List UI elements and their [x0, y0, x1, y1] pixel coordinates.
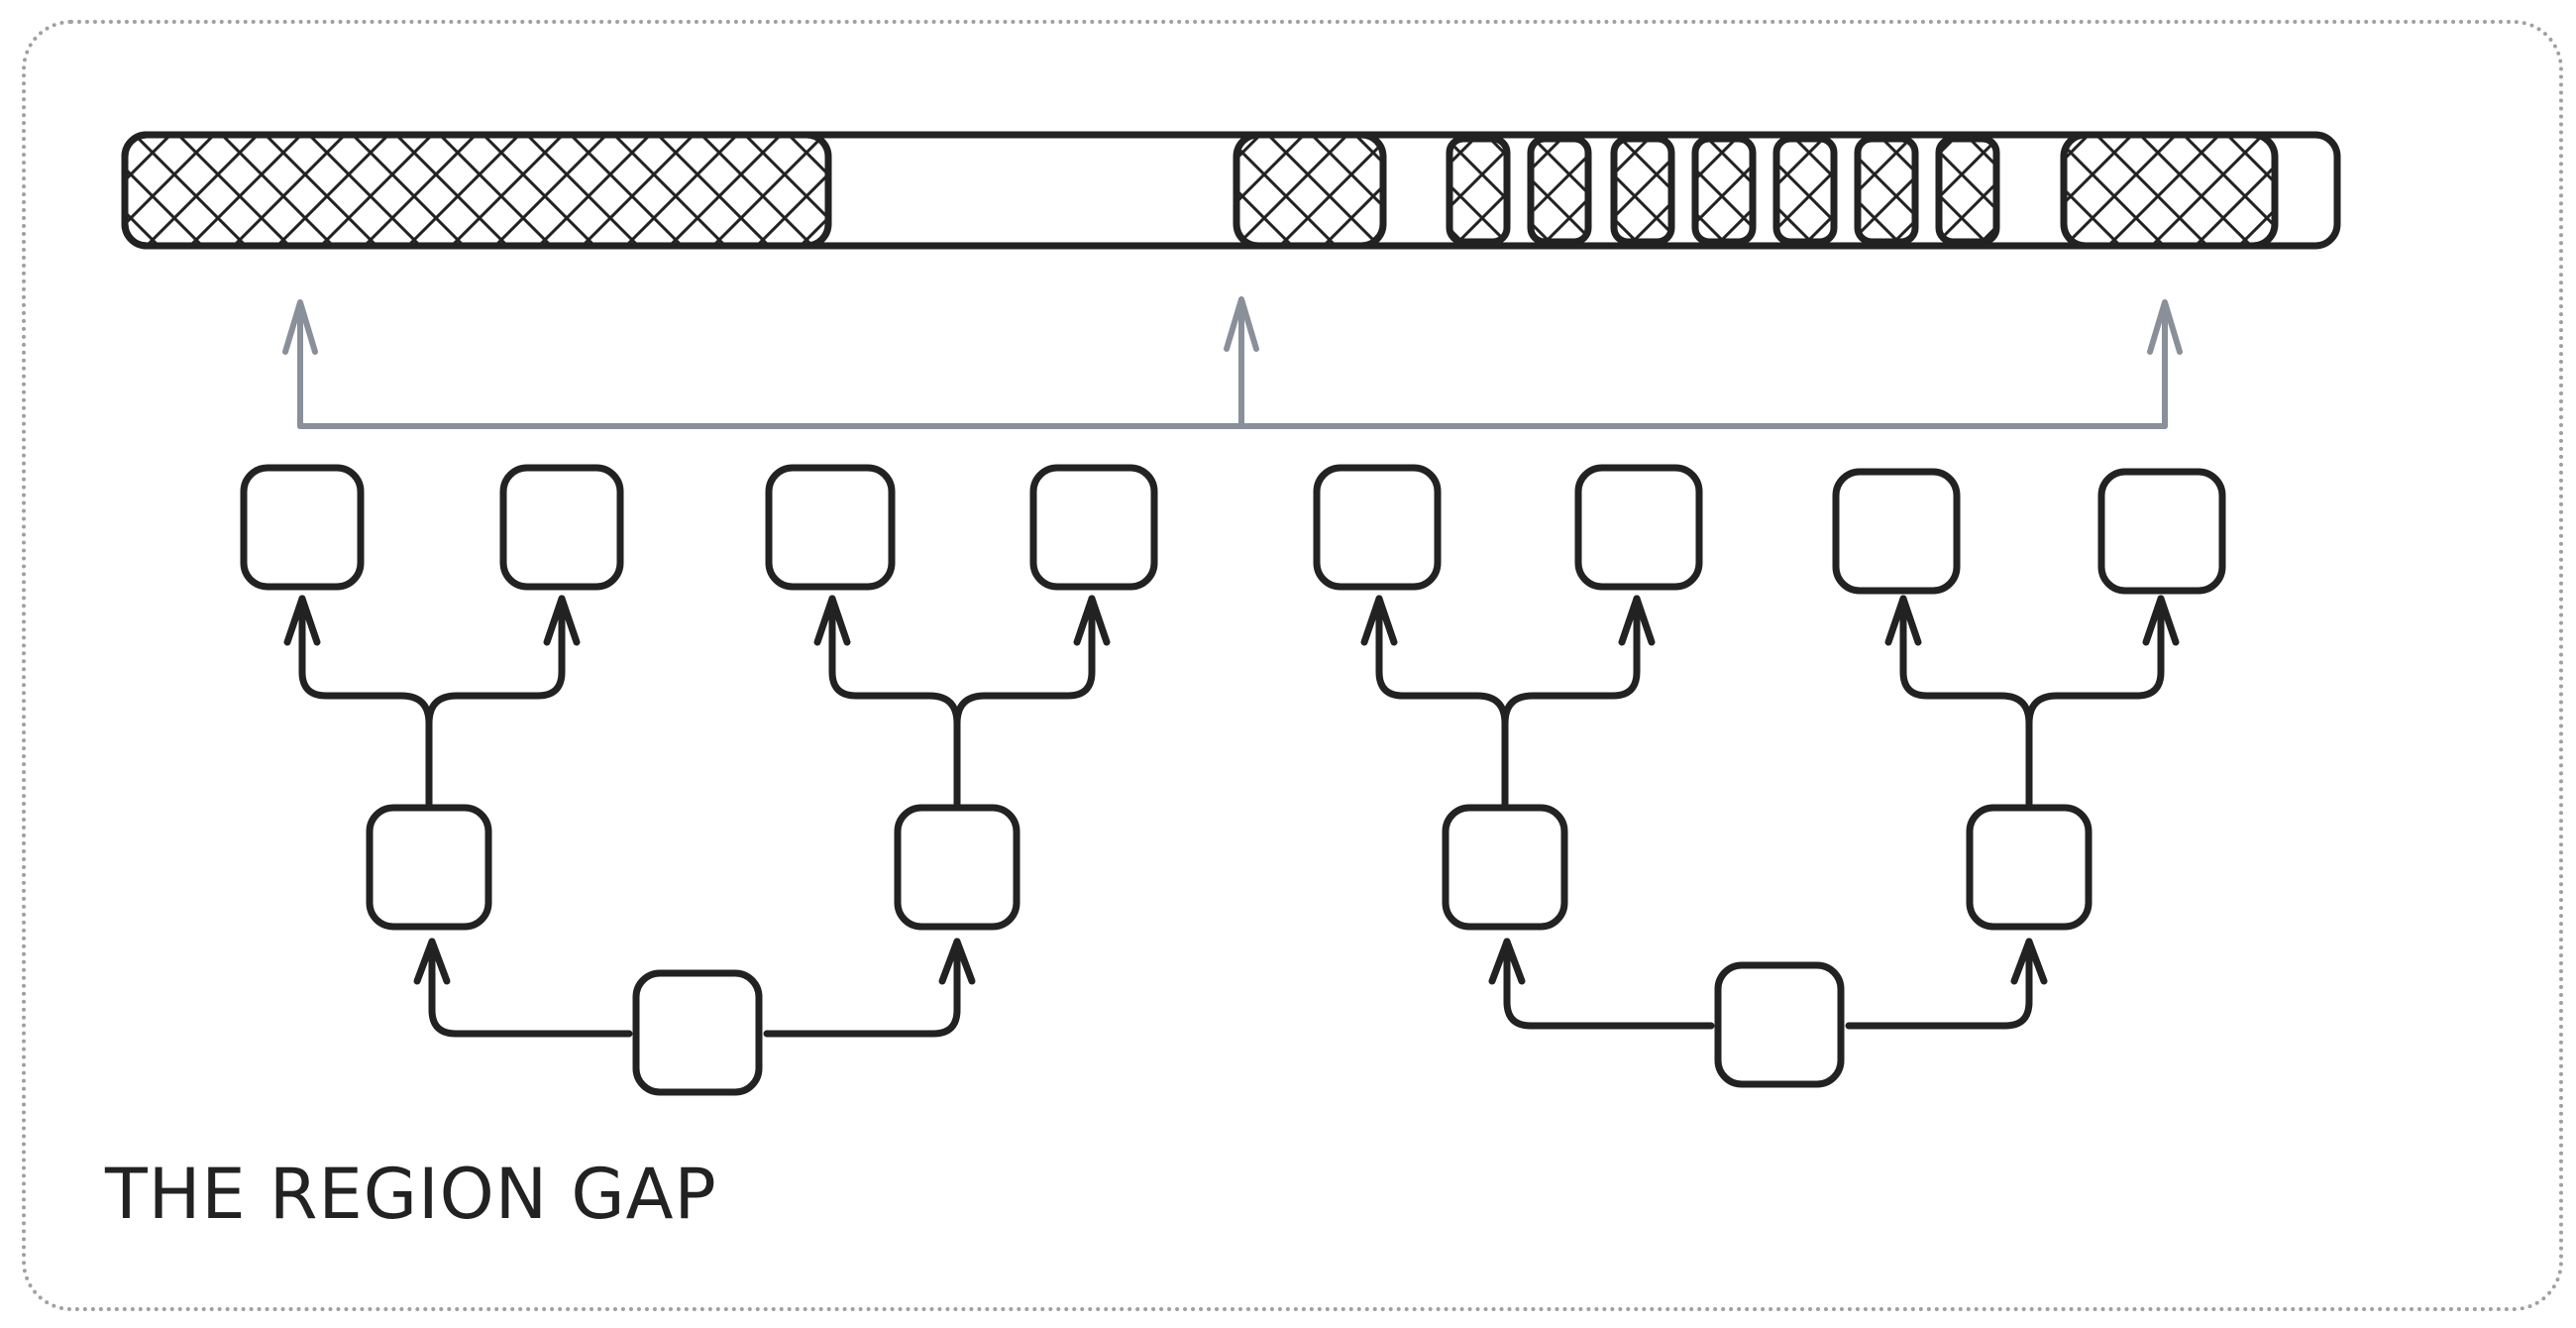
tree-connectors: [283, 595, 2180, 1038]
node-box: [366, 804, 492, 931]
hatched-region: [1854, 135, 1919, 246]
node-box: [894, 804, 1020, 931]
allocated-regions: [121, 131, 2279, 250]
node-box: [2097, 468, 2226, 595]
hatched-region: [121, 131, 832, 250]
arrow-up-icon: [282, 299, 318, 429]
node-box: [1966, 804, 2093, 931]
hatched-region: [1772, 135, 1838, 246]
gray-arrows: [282, 296, 2183, 429]
node-box: [1442, 804, 1568, 931]
hatched-region: [1527, 135, 1592, 246]
diagram-caption: THE REGION GAP: [105, 1154, 717, 1235]
hatched-region: [1610, 135, 1675, 246]
node-box: [1313, 464, 1442, 591]
diagram-frame: [22, 20, 2563, 1311]
hatched-region: [2060, 131, 2279, 250]
tree-nodes: [240, 464, 2226, 1096]
hatched-region: [1935, 135, 2000, 246]
hatched-region: [1691, 135, 1757, 246]
arrow-up-icon: [1224, 296, 1259, 429]
node-box: [240, 464, 365, 591]
node-box: [765, 464, 896, 591]
hatched-region: [1446, 135, 1511, 246]
arrow-up-icon: [2147, 299, 2183, 429]
node-box: [499, 464, 624, 591]
node-box: [632, 969, 763, 1096]
node-box: [1714, 961, 1845, 1088]
hatched-region: [1233, 131, 1387, 250]
node-box: [1029, 464, 1158, 591]
node-box: [1832, 468, 1961, 595]
node-box: [1574, 464, 1703, 591]
